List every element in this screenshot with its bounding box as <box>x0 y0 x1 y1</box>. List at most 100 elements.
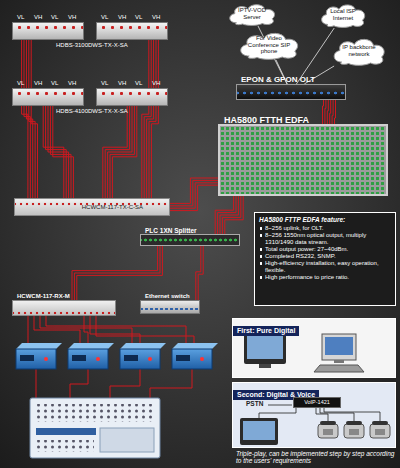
receiver-unit <box>16 343 62 369</box>
telephone <box>318 421 338 438</box>
port-label: VH <box>152 14 160 21</box>
transmitter-unit: VLVHVLVH <box>12 88 84 106</box>
voip-gateway: VoIP-1421 <box>293 397 341 408</box>
cloud-label: Local ISP Internet <box>323 8 363 21</box>
telephone <box>346 421 362 425</box>
cloud-label: IPTV-VOD Server <box>231 7 273 20</box>
telephone <box>344 421 364 438</box>
receiver-unit <box>120 343 166 369</box>
feature-item: High-efficiency installation, easy opera… <box>259 260 391 274</box>
receiver-unit <box>16 343 62 349</box>
port-label: VL <box>51 80 58 87</box>
receiver-unit <box>16 349 56 369</box>
fiber-cable <box>103 106 137 198</box>
receiver-unit <box>176 355 190 361</box>
port-label: VL <box>51 14 58 21</box>
fiber-wire <box>36 369 192 398</box>
multiswitch <box>36 404 154 422</box>
fiber-cable <box>142 40 159 198</box>
receiver-unit <box>172 343 218 369</box>
edfa-unit: HA5800 FTTH EDFA <box>218 124 388 196</box>
tv-set <box>244 332 286 364</box>
telephone <box>370 421 390 438</box>
telephone <box>349 429 359 435</box>
receiver-unit <box>124 355 138 361</box>
ethernet-switch: Ethernet switch <box>140 300 200 314</box>
feature-item: 8~256 1550nm optical output, multiply 13… <box>259 232 391 246</box>
fiber-cable <box>323 100 336 124</box>
receiver-unit <box>96 357 100 361</box>
multiswitch <box>30 398 160 458</box>
cloud-outline <box>241 33 298 59</box>
telephone <box>344 424 364 438</box>
cloud-outline <box>322 5 365 28</box>
receiver-unit <box>172 343 218 349</box>
receiver-unit <box>120 349 160 369</box>
computer <box>314 334 364 372</box>
computer <box>314 365 364 372</box>
device-title: EPON & GPON OLT <box>241 75 315 84</box>
receiver-unit <box>172 349 212 369</box>
panel-title: First: Pure Digital <box>233 326 299 336</box>
caption-text: Triple-play, can be implemented step by … <box>236 450 396 465</box>
device-label: VoIP-1421 <box>304 399 330 405</box>
port-label: VL <box>101 80 108 87</box>
multiswitch <box>100 428 154 452</box>
cloud-label: For Video Conference SIP phone <box>243 35 296 55</box>
wdm-receiver: HCWCM-117-RX-M <box>12 300 116 316</box>
feature-item: High performance to price ratio. <box>259 274 391 281</box>
panel-body <box>232 382 396 448</box>
port-label: VH <box>68 14 76 21</box>
feature-item: 8~256 uplink, for OLT. <box>259 225 391 232</box>
network-cloud: Local ISP Internet <box>318 2 368 28</box>
receiver-unit <box>148 357 152 361</box>
cloud-outline <box>334 39 384 65</box>
port-label: VL <box>17 80 24 87</box>
device-title: Ethernet switch <box>145 293 190 300</box>
network-cloud: For Video Conference SIP phone <box>236 30 302 60</box>
computer <box>325 337 353 355</box>
transmitter-unit: VLVHVLVH <box>96 22 168 40</box>
receiver-unit <box>44 357 48 361</box>
multiswitch <box>36 428 96 435</box>
computer <box>322 334 356 360</box>
telephone <box>318 424 338 438</box>
computer <box>334 360 344 363</box>
panel-body <box>232 318 396 378</box>
service-panel: First: Pure Digital <box>232 318 396 378</box>
port-label: VL <box>135 80 142 87</box>
feature-item: Total output power: 27~40dBm. <box>259 246 391 253</box>
model-label: HDBS-3100DWS-TX-X-SA <box>56 42 128 49</box>
fiber-cable <box>215 196 243 234</box>
port-label: VH <box>68 80 76 87</box>
port-label: VH <box>34 80 42 87</box>
receiver-unit <box>20 355 34 361</box>
multiswitch <box>30 398 160 458</box>
model-label: HDBS-4100DWS-TX-X-SA <box>56 108 128 115</box>
wdm-transmitter: HCWCM-117-TX-C-SA <box>14 198 170 216</box>
receiver-unit <box>72 355 86 361</box>
feature-box: HA5800 FTTP EDFA feature:8~256 uplink, f… <box>254 212 396 306</box>
port-label: VH <box>118 80 126 87</box>
telephone <box>375 429 385 435</box>
network-cloud: IP backbone network <box>330 36 388 66</box>
device-label: HCWCM-117-TX-C-SA <box>82 204 143 211</box>
tv-set <box>247 335 283 359</box>
fiber-wire <box>28 316 194 343</box>
telephone <box>323 429 333 435</box>
service-panel: Second: Digital & VoiceVoIP-1421 <box>232 382 396 448</box>
receiver-unit <box>68 349 108 369</box>
fiber-cable <box>196 246 203 300</box>
fiber-cable <box>170 178 218 211</box>
network-label: PSTN <box>246 400 263 407</box>
port-label: VH <box>34 14 42 21</box>
multiswitch <box>36 440 94 452</box>
feature-item: Completed RS232, SNMP. <box>259 253 391 260</box>
panel-body <box>232 318 396 448</box>
device-title: PLC 1XN Splitter <box>145 227 197 234</box>
receiver-unit <box>68 343 114 369</box>
fiber-cable <box>22 40 38 198</box>
receiver-unit <box>200 357 204 361</box>
